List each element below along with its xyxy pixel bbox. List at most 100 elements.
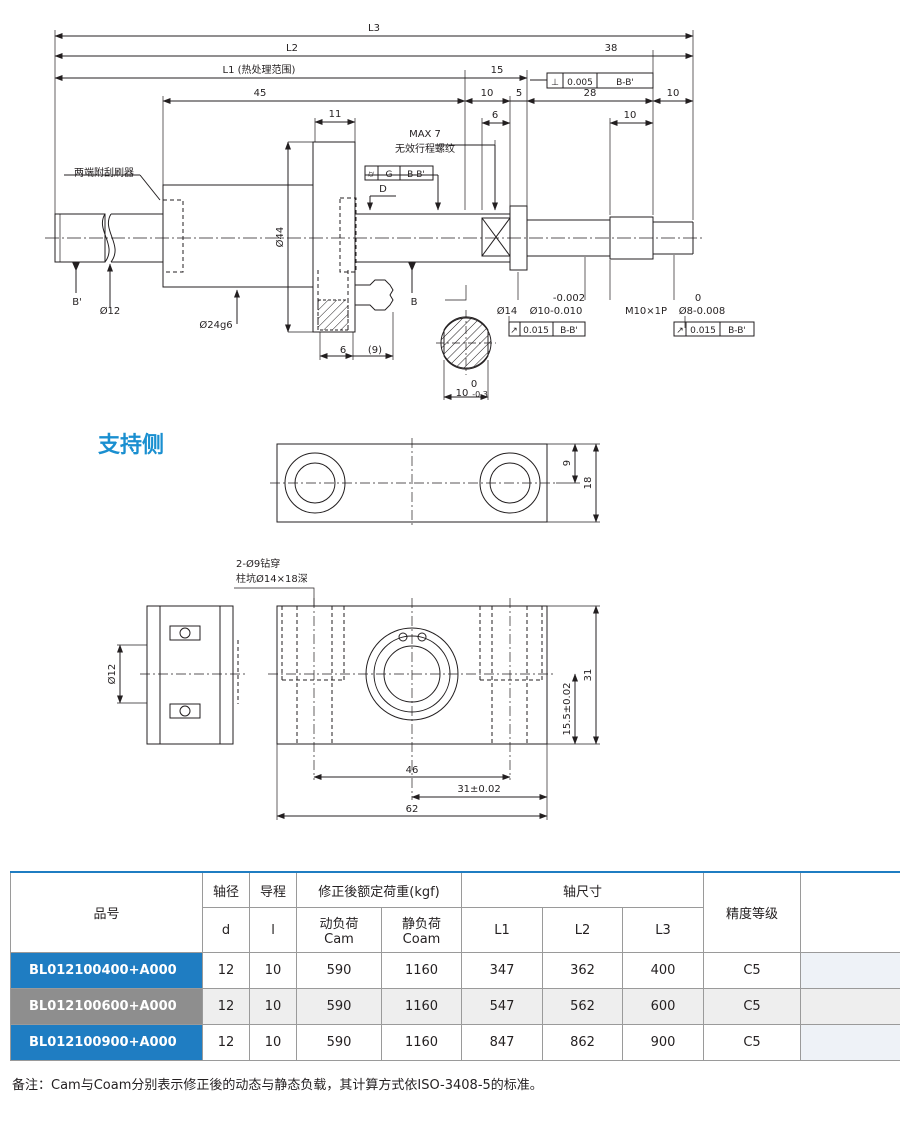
header-load: 修正後额定荷重(kgf)	[295, 871, 463, 908]
row-l: 10	[249, 988, 297, 1025]
gt-runout1-ref: B-B'	[560, 326, 578, 336]
wiper-label: 两端附刮刷器	[74, 166, 134, 179]
datum-B: B	[411, 297, 418, 308]
gt-perp-symbol: ⊥	[551, 78, 559, 88]
row-grade: C5	[703, 952, 802, 989]
header-spacer	[800, 871, 900, 953]
header-lead: 导程	[249, 871, 297, 908]
row-L2: 362	[542, 952, 624, 989]
row-l: 10	[249, 1024, 297, 1061]
gt-runout2-ref: B-B'	[728, 326, 746, 336]
row-L3: 600	[622, 988, 705, 1025]
gt-g-symbol: ⌭	[368, 170, 375, 180]
gt-runout1-value: 0.015	[523, 326, 549, 336]
dim-dia24: Ø24g6	[199, 319, 232, 331]
dim-10a: 10	[481, 88, 494, 99]
header-part: 品号	[10, 871, 203, 953]
header-static-en: Coam	[402, 932, 441, 947]
dim-15: 15	[491, 65, 504, 76]
table-row: BL012100400+A000 12 10 590 1160 347 362 …	[10, 952, 900, 989]
row-L1: 847	[461, 1024, 544, 1061]
row-grade: C5	[703, 1024, 802, 1061]
gt-g-ref: B-B'	[407, 170, 425, 180]
row-d: 12	[202, 1024, 250, 1061]
tol-10: Ø10-0.010	[530, 305, 583, 317]
dim-L1: L1 (热处理范围)	[223, 63, 296, 76]
hole-note-2: 柱坑Ø14×18深	[236, 572, 308, 585]
header-dynamic-cn: 动负荷	[319, 917, 359, 932]
row-grade: C5	[703, 988, 802, 1025]
header-grade: 精度等级	[703, 871, 802, 953]
tol-8: Ø8-0.008	[679, 305, 725, 317]
row-d: 12	[202, 988, 250, 1025]
row-spacer	[800, 1024, 900, 1061]
support-side-title: 支持侧	[98, 433, 165, 458]
dim-dia14: Ø14	[497, 305, 518, 317]
gt-perp-value: 0.005	[567, 78, 593, 88]
tol-8-upper: 0	[695, 293, 701, 304]
header-L2: L2	[542, 907, 624, 953]
support-dim-dia12: Ø12	[106, 664, 118, 685]
row-d: 12	[202, 952, 250, 989]
dim-L3: L3	[368, 23, 380, 34]
dim-10b: 10	[667, 88, 680, 99]
width-10-upper: 0	[471, 379, 477, 390]
row-part: BL012100600+A000	[10, 988, 203, 1025]
row-cam: 590	[296, 988, 382, 1025]
support-dim-31b: 31±0.02	[457, 784, 500, 795]
support-dim-9: 9	[562, 460, 573, 466]
hole-note-1: 2-Ø9钻穿	[236, 557, 280, 570]
row-coam: 1160	[380, 988, 463, 1025]
dim-38: 38	[605, 43, 618, 54]
dim-5: 5	[516, 88, 522, 99]
dim-dia44: Ø44	[274, 227, 286, 248]
dim-L2: L2	[286, 43, 298, 54]
row-L1: 547	[461, 988, 544, 1025]
dim-max7: MAX 7	[409, 129, 441, 140]
datum-B-prime: B'	[72, 297, 82, 308]
datum-D: D	[379, 184, 387, 195]
row-L3: 900	[622, 1024, 705, 1061]
engineering-drawing: L3 L2 38 L1 (热处理范围) 15 45 10 5 28 10 11 …	[45, 23, 755, 820]
header-dims: 轴尺寸	[461, 871, 705, 908]
gt-g-value: G	[386, 170, 393, 180]
dim-45: 45	[254, 88, 267, 99]
row-L2: 862	[542, 1024, 624, 1061]
header-static-cn: 静负荷	[402, 917, 442, 932]
gt-runout2-symbol: ↗	[676, 326, 684, 336]
row-L1: 347	[461, 952, 544, 989]
support-dim-15-5: 15.5±0.02	[562, 683, 573, 736]
header-L3: L3	[622, 907, 705, 953]
footnote: 备注：Cam与Coam分别表示修正後的动态与静态负载，其计算方式依ISO-340…	[12, 1078, 543, 1093]
table-row: BL012100900+A000 12 10 590 1160 847 862 …	[10, 1024, 900, 1061]
header-dynamic-en: Cam	[324, 932, 354, 947]
gt-runout2-value: 0.015	[690, 326, 716, 336]
width-10-lower: -0.3	[472, 390, 488, 399]
header-d: d	[202, 907, 250, 953]
dim-dia12: Ø12	[100, 305, 121, 317]
dim-9p: (9)	[368, 345, 382, 356]
support-dim-31: 31	[583, 669, 594, 682]
dim-28: 28	[584, 88, 597, 99]
row-L3: 400	[622, 952, 705, 989]
header-L1: L1	[461, 907, 544, 953]
gt-runout1-symbol: ↗	[510, 326, 518, 336]
row-l: 10	[249, 952, 297, 989]
support-dim-18: 18	[583, 477, 594, 490]
dim-11: 11	[329, 109, 342, 120]
dim-m10: M10×1P	[625, 306, 667, 317]
row-coam: 1160	[380, 1024, 463, 1061]
header-l: l	[249, 907, 297, 953]
table-row: BL012100600+A000 12 10 590 1160 547 562 …	[10, 988, 900, 1025]
support-dim-62: 62	[406, 804, 419, 815]
dim-6a: 6	[492, 110, 498, 121]
row-L2: 562	[542, 988, 624, 1025]
row-part: BL012100900+A000	[10, 1024, 203, 1061]
row-part: BL012100400+A000	[10, 952, 203, 989]
row-cam: 590	[296, 952, 382, 989]
gt-perp-ref: B-B'	[616, 78, 634, 88]
dim-10c: 10	[624, 110, 637, 121]
